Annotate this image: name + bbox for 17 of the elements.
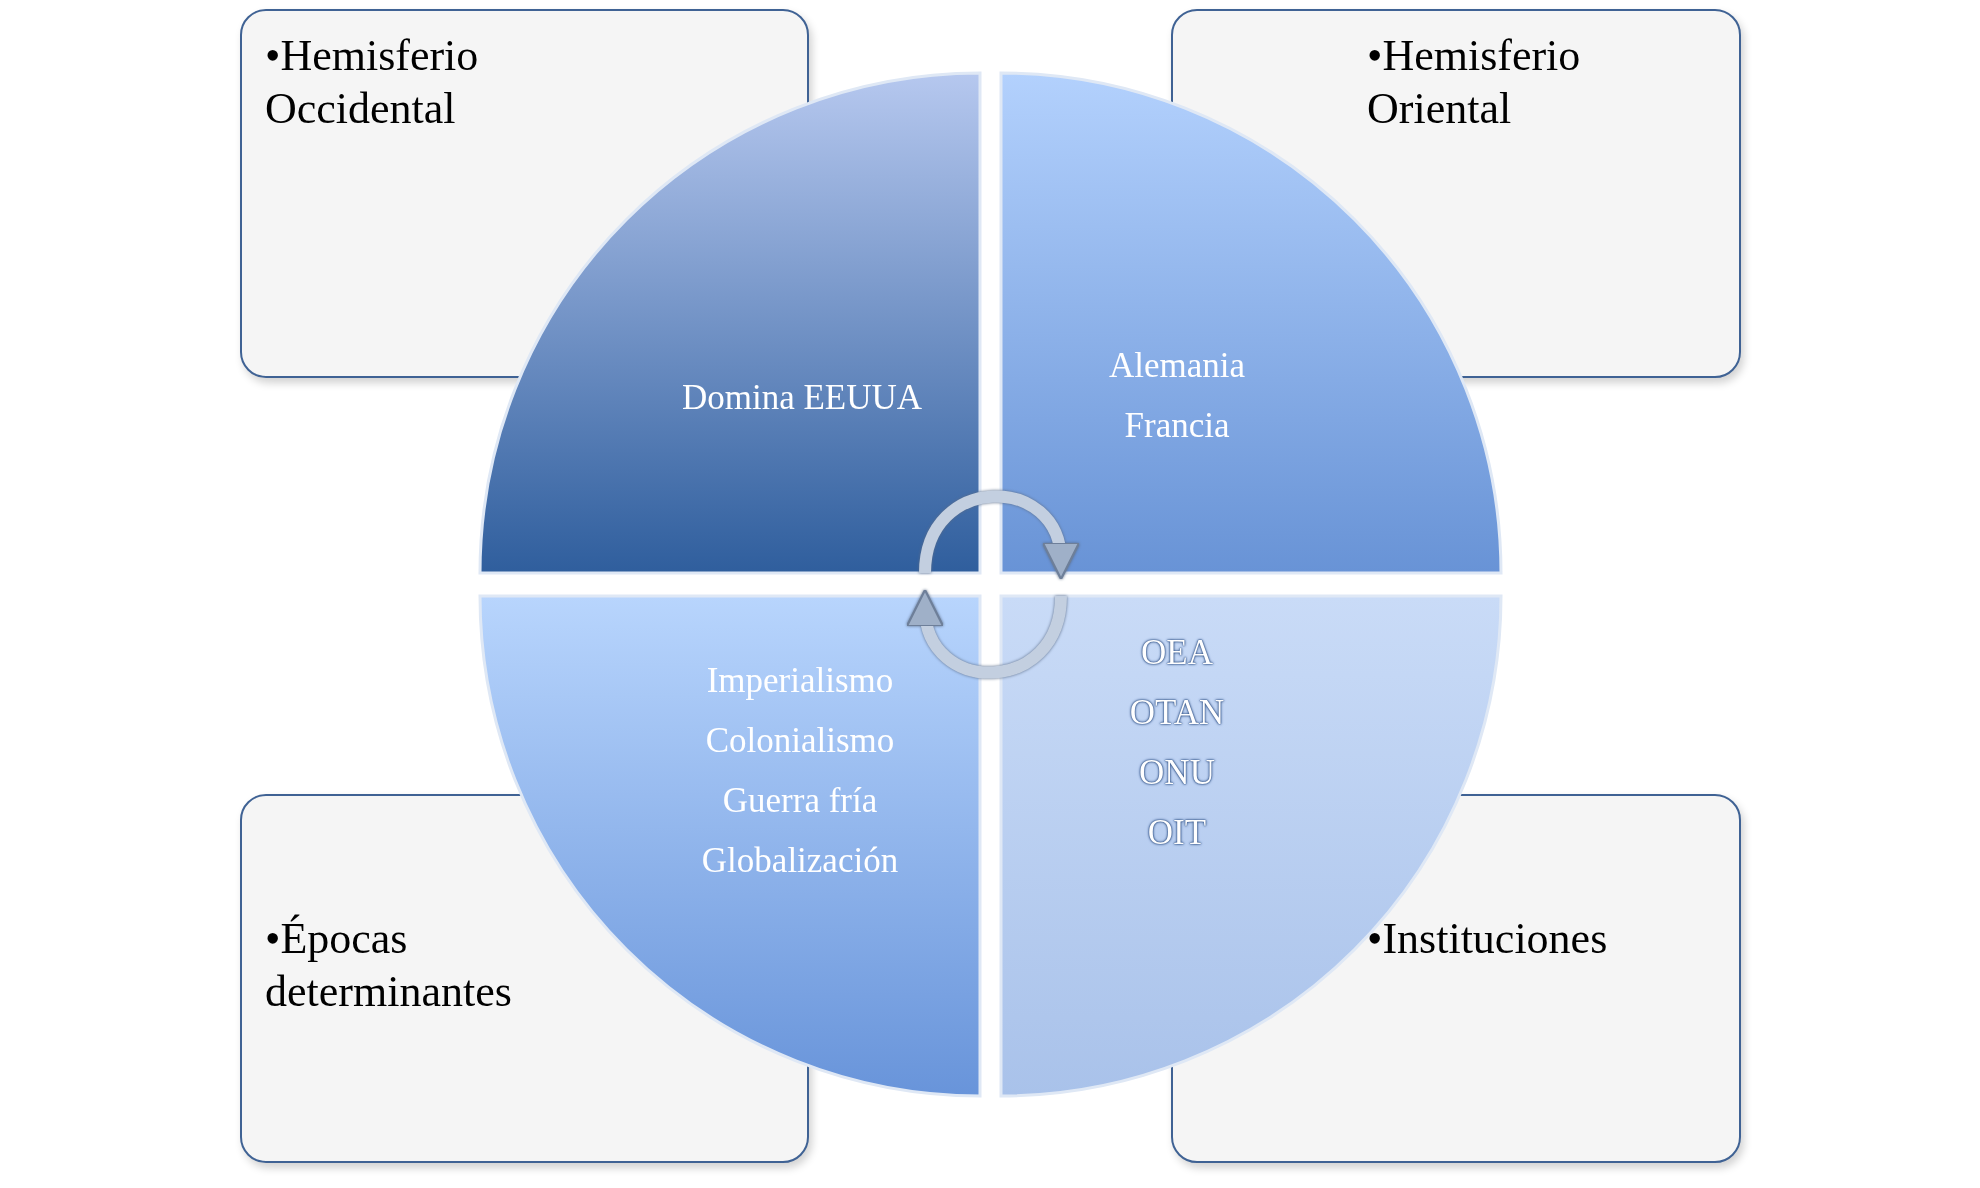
segment-label: Globalización — [701, 840, 899, 882]
segment-label: Imperialismo — [706, 660, 894, 702]
curved-arrow — [908, 589, 1067, 679]
segment-label: OTAN — [1129, 692, 1225, 734]
segment-label: Alemania — [1108, 345, 1246, 387]
card-heading: •Épocas determinantes — [265, 913, 513, 1018]
curved-arrow — [919, 490, 1078, 580]
segment-label: ONU — [1139, 752, 1215, 794]
segment-label: Francia — [1124, 405, 1230, 447]
segment-label: OIT — [1147, 812, 1207, 854]
segment-label: OEA — [1141, 632, 1213, 674]
card-heading: •Hemisferio Occidental — [265, 30, 480, 135]
card-heading: •Hemisferio Oriental — [1367, 30, 1582, 135]
segment-label: Guerra fría — [722, 780, 878, 822]
card-heading: •Instituciones — [1367, 913, 1609, 965]
segment-label: Domina EEUUA — [681, 377, 923, 419]
segment-label: Colonialismo — [705, 720, 895, 762]
